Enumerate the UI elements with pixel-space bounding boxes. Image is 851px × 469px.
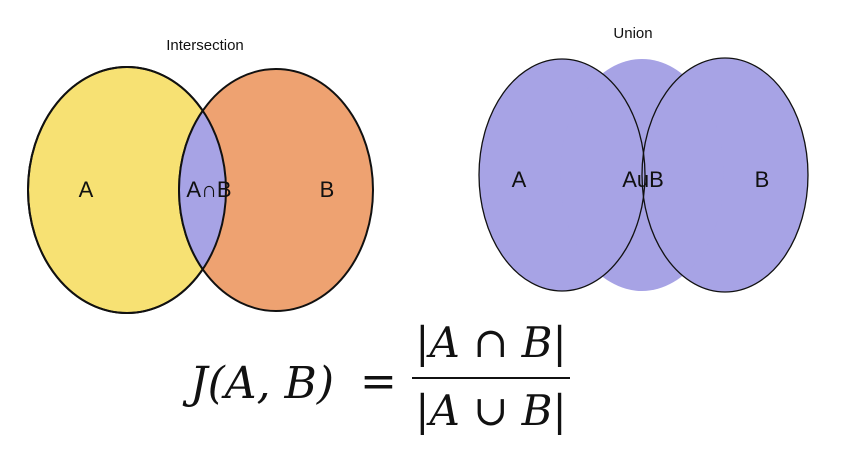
union-label-b: B	[755, 167, 770, 192]
union-diagram: Union A AuB B	[478, 25, 809, 293]
intersection-diagram: Intersection A A∩B B	[27, 37, 374, 314]
formula-denominator: |A ∪ B|	[415, 386, 567, 435]
formula-equals: =	[360, 356, 397, 407]
set-a-outline	[27, 66, 227, 314]
fraction-bar	[412, 377, 570, 379]
intersection-label-a: A	[79, 177, 94, 202]
intersection-title: Intersection	[166, 37, 244, 54]
union-label-a: A	[512, 167, 527, 192]
union-title: Union	[613, 25, 652, 42]
union-set-a-outline	[478, 58, 646, 292]
jaccard-formula: J(A, B) = |A ∩ B| |A ∪ B|	[0, 318, 851, 463]
set-b-inner-outline	[178, 68, 226, 312]
formula-lhs: J(A, B)	[190, 358, 335, 409]
union-label-ab: AuB	[622, 167, 664, 192]
formula-numerator: |A ∩ B|	[415, 318, 567, 367]
union-set-b-outline	[641, 57, 809, 293]
intersection-label-b: B	[320, 177, 335, 202]
intersection-label-ab: A∩B	[186, 177, 231, 202]
